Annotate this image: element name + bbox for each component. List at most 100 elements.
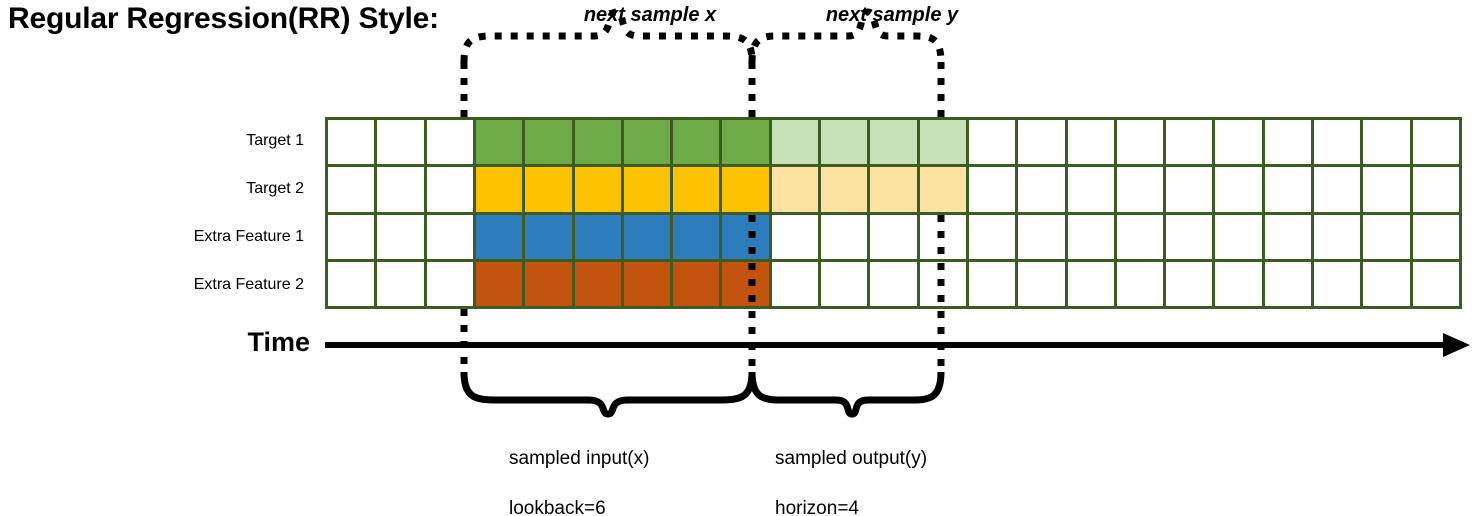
solid-brace-sampled-output (748, 371, 945, 418)
grid-cell-empty (1215, 167, 1262, 212)
caption-sampled-output: sampled output(y) horizon=4 output_featu… (775, 421, 967, 516)
grid-cell-input (722, 120, 769, 165)
grid-cell-empty (426, 120, 473, 165)
grid-cell-empty (968, 167, 1016, 212)
row-label-target-1: Target 1 (0, 117, 314, 165)
grid-row-extra-feature-2 (328, 261, 1459, 306)
grid-cell-output (919, 120, 966, 165)
row-label-extra-feature-2: Extra Feature 2 (0, 261, 314, 309)
grid-cell-empty (1314, 120, 1361, 165)
grid-cell-input (525, 261, 572, 306)
grid-cell-input (475, 214, 523, 259)
caption-output-line-1: sampled output(y) (775, 448, 928, 470)
grid-cell-empty (1215, 214, 1262, 259)
grid-cell-input (673, 214, 720, 259)
grid-cell-output (821, 120, 868, 165)
time-axis-arrow (325, 333, 1470, 357)
grid-cell-input (623, 120, 671, 165)
row-label-text: Target 2 (246, 180, 304, 197)
grid-cell-empty (1116, 261, 1164, 306)
grid-cell-empty (1363, 120, 1410, 165)
next-sample-x-label: next sample x (583, 4, 717, 26)
grid-cell-input (574, 214, 621, 259)
grid-cell-empty (328, 261, 375, 306)
grid-cell-empty (1116, 167, 1164, 212)
grid-cell-input (574, 167, 621, 212)
row-label-target-2: Target 2 (0, 165, 314, 213)
page-title: Regular Regression(RR) Style: (8, 2, 439, 35)
grid-cell-empty (1166, 167, 1213, 212)
solid-brace-sampled-input (460, 371, 756, 418)
grid-cell-input (673, 167, 720, 212)
grid-cell-output (771, 167, 819, 212)
grid-cell-input (475, 167, 523, 212)
grid-cell-empty (1264, 167, 1312, 212)
grid-cell-empty (377, 167, 424, 212)
grid-cell-empty (1018, 167, 1065, 212)
grid-cell-empty (1018, 214, 1065, 259)
grid-cell-empty (1215, 120, 1262, 165)
grid-cell-empty (771, 261, 819, 306)
next-sample-y-label: next sample y (825, 4, 959, 26)
timeline-grid (325, 117, 1462, 309)
grid-cell-input (673, 261, 720, 306)
grid-cell-input (623, 214, 671, 259)
grid-cell-empty (1363, 214, 1410, 259)
grid-cell-empty (968, 120, 1016, 165)
caption-input-line-2: lookback=6 (509, 498, 606, 516)
grid-cell-empty (1215, 261, 1262, 306)
grid-cell-empty (426, 261, 473, 306)
grid-cell-empty (426, 167, 473, 212)
grid-cell-empty (1067, 167, 1114, 212)
grid-cell-empty (919, 261, 966, 306)
grid-cell-empty (870, 214, 917, 259)
grid-cell-input (525, 167, 572, 212)
row-label-extra-feature-1: Extra Feature 1 (0, 213, 314, 261)
grid-cell-empty (1067, 214, 1114, 259)
row-label-text: Extra Feature 2 (193, 276, 304, 293)
grid-cell-input (525, 120, 572, 165)
grid-cell-input (475, 261, 523, 306)
row-label-text: Extra Feature 1 (193, 228, 304, 245)
grid-row-target-2 (328, 167, 1459, 212)
time-axis-label: Time (247, 327, 310, 357)
grid-cell-empty (1264, 120, 1312, 165)
grid-cell-input (623, 261, 671, 306)
grid-cell-empty (870, 261, 917, 306)
grid-cell-input (574, 261, 621, 306)
grid-cell-empty (1166, 261, 1213, 306)
grid-cell-empty (821, 261, 868, 306)
grid-cell-empty (377, 120, 424, 165)
grid-cell-empty (1264, 261, 1312, 306)
grid-cell-empty (1067, 261, 1114, 306)
grid-cell-empty (1314, 261, 1361, 306)
grid-cell-empty (377, 214, 424, 259)
grid-cell-empty (328, 120, 375, 165)
grid-cell-output (870, 120, 917, 165)
grid-cell-input (574, 120, 621, 165)
grid-cell-output (870, 167, 917, 212)
grid-cell-empty (1314, 167, 1361, 212)
grid-cell-empty (1412, 167, 1459, 212)
grid-cell-empty (328, 214, 375, 259)
grid-cell-input (673, 120, 720, 165)
grid-cell-empty (968, 261, 1016, 306)
grid-cell-empty (1018, 120, 1065, 165)
grid-cell-empty (1412, 120, 1459, 165)
grid-cell-output (919, 167, 966, 212)
grid-cell-input (722, 214, 769, 259)
grid-cell-empty (377, 261, 424, 306)
grid-cell-input (722, 167, 769, 212)
grid-cell-empty (919, 214, 966, 259)
caption-sampled-input: sampled input(x) lookback=6 input_featur… (509, 421, 689, 516)
grid-cell-empty (1363, 167, 1410, 212)
grid-cell-output (771, 120, 819, 165)
grid-cell-empty (1116, 120, 1164, 165)
grid-cell-input (475, 120, 523, 165)
grid-cell-input (722, 261, 769, 306)
caption-input-line-1: sampled input(x) (509, 448, 650, 470)
grid-cell-empty (426, 214, 473, 259)
grid-cell-empty (1314, 214, 1361, 259)
grid-cell-empty (1067, 120, 1114, 165)
grid-cell-empty (328, 167, 375, 212)
